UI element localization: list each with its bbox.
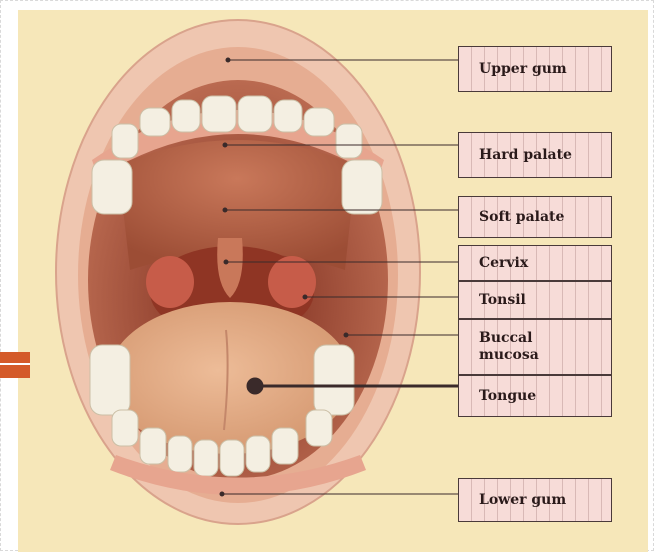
label-soft-palate: Soft palate — [458, 196, 612, 238]
label-lower-gum: Lower gum — [458, 478, 612, 522]
label-tonsil: Tonsil — [458, 281, 612, 319]
label-tongue: Tongue — [458, 375, 612, 417]
label-hard-palate: Hard palate — [458, 132, 612, 178]
right-tonsil — [268, 256, 316, 308]
label-cervix: Cervix — [458, 245, 612, 281]
label-upper-gum: Upper gum — [458, 46, 612, 92]
label-buccal-mucosa: Buccal mucosa — [458, 319, 612, 375]
left-tonsil — [146, 256, 194, 308]
